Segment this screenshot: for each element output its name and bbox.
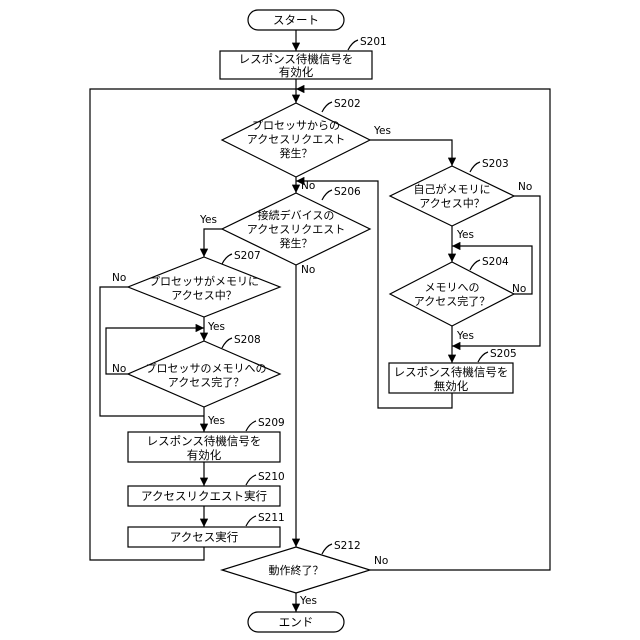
s212-id: S212: [334, 540, 361, 552]
s209-line-1: レスポンス待機信号を: [147, 434, 262, 448]
s204-diamond: [390, 262, 514, 326]
s203-no-to-s205: [452, 196, 540, 346]
s201-id: S201: [360, 36, 387, 48]
s212-no-back-to-s202: [296, 89, 550, 570]
s206-line-2: アクセスリクエスト: [247, 223, 345, 236]
s202-line-1: プロセッサからの: [252, 119, 340, 132]
s202-line-3: 発生？: [280, 146, 313, 160]
s203-leader: [470, 162, 480, 172]
s206-yes-label: Yes: [199, 214, 217, 226]
s210-line-1: アクセスリクエスト実行: [141, 489, 267, 503]
s210-id: S210: [258, 471, 285, 483]
end-label: エンド: [279, 615, 314, 629]
s212-leader: [322, 544, 332, 554]
s203-line-1: 自己がメモリに: [414, 182, 491, 196]
s211-leader: [246, 516, 256, 526]
s205-line-2: 無効化: [434, 379, 469, 393]
start-label: スタート: [273, 13, 319, 27]
s207-leader: [222, 254, 232, 264]
s203-diamond: [390, 166, 514, 226]
s203-line-2: アクセス中？: [419, 197, 484, 210]
s208-line-1: プロセッサのメモリへの: [146, 362, 267, 375]
s203-no-label: No: [518, 181, 532, 193]
s211-line-1: アクセス実行: [170, 530, 238, 544]
s212-no-label: No: [374, 555, 388, 567]
s201-line-2: 有効化: [279, 65, 314, 79]
s204-line-2: アクセス完了？: [414, 294, 490, 308]
s202-leader: [322, 102, 332, 112]
s207-line-2: アクセス中？: [171, 289, 236, 302]
s209-leader: [246, 421, 256, 431]
s202-yes-to-s203: [370, 140, 452, 166]
s212-line-1: 動作終了？: [269, 563, 324, 577]
s202-no-label: No: [301, 180, 315, 192]
s201-line-1: レスポンス待機信号を: [239, 52, 354, 66]
s204-yes-label: Yes: [456, 330, 474, 342]
s201-leader: [348, 40, 358, 50]
s208-yes-label: Yes: [207, 415, 225, 427]
s207-yes-label: Yes: [207, 321, 225, 333]
s207-line-1: プロセッサがメモリに: [149, 274, 259, 288]
s207-no-to-s209: [100, 287, 204, 416]
s208-leader: [222, 338, 232, 348]
s209-line-2: 有効化: [187, 448, 222, 462]
s208-id: S208: [234, 334, 261, 346]
s203-id: S203: [482, 158, 509, 170]
s204-line-1: メモリへの: [425, 281, 480, 294]
s207-no-label: No: [112, 272, 126, 284]
s208-line-2: アクセス完了？: [168, 375, 244, 389]
s202-id: S202: [334, 98, 361, 110]
s208-no-label: No: [112, 363, 126, 375]
s206-id: S206: [334, 186, 361, 198]
s206-leader: [322, 190, 332, 200]
s205-leader: [478, 352, 488, 362]
s202-line-2: アクセスリクエスト: [247, 133, 345, 146]
s202-yes-label: Yes: [373, 125, 391, 137]
s206-yes-to-s207: [204, 229, 222, 257]
s204-leader: [470, 260, 480, 270]
s209-id: S209: [258, 417, 285, 429]
s212-yes-label: Yes: [299, 595, 317, 607]
s204-id: S204: [482, 256, 509, 268]
s206-line-3: 発生？: [280, 236, 313, 250]
s210-leader: [246, 475, 256, 485]
s206-no-label: No: [301, 264, 315, 276]
s203-yes-label: Yes: [456, 229, 474, 241]
s205-id: S205: [490, 348, 517, 360]
s206-line-1: 接続デバイスの: [258, 208, 335, 222]
s205-line-1: レスポンス待機信号を: [394, 365, 509, 379]
s204-no-label: No: [512, 283, 526, 295]
s207-id: S207: [234, 250, 261, 262]
s211-id: S211: [258, 512, 285, 524]
